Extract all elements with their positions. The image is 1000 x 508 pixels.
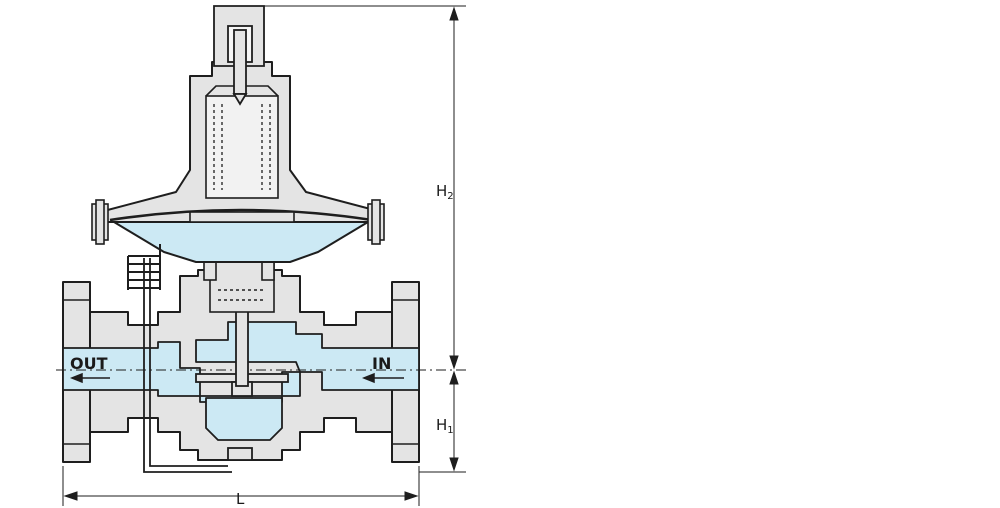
- height-lower-label: H1: [436, 416, 454, 436]
- diaphragm-plate: [189, 211, 295, 223]
- flange-bolts: [63, 299, 419, 445]
- diaphragm: [109, 208, 373, 222]
- inlet-passage: [195, 321, 420, 391]
- case-bolts: [91, 199, 385, 245]
- inlet-label: IN: [372, 354, 391, 373]
- flow-arrows: [69, 372, 404, 384]
- lower-chamber: [205, 397, 283, 441]
- spring-housing: [205, 85, 279, 199]
- height-lower-subscript: 1: [447, 425, 453, 436]
- outlet-label: OUT: [70, 354, 108, 373]
- dimension-lines: [62, 5, 466, 506]
- height-upper-label: H2: [436, 182, 454, 202]
- height-upper-letter: H: [436, 182, 447, 200]
- guide-bushing: [203, 257, 275, 313]
- length-label: L: [236, 490, 245, 508]
- sensing-line: [143, 258, 232, 473]
- height-upper-subscript: 2: [447, 191, 453, 202]
- flow-passage: [62, 321, 420, 441]
- adjusting-cap: [213, 5, 265, 106]
- height-lower-letter: H: [436, 416, 447, 434]
- loading-spring: [213, 104, 271, 190]
- sensing-coil: [127, 244, 161, 290]
